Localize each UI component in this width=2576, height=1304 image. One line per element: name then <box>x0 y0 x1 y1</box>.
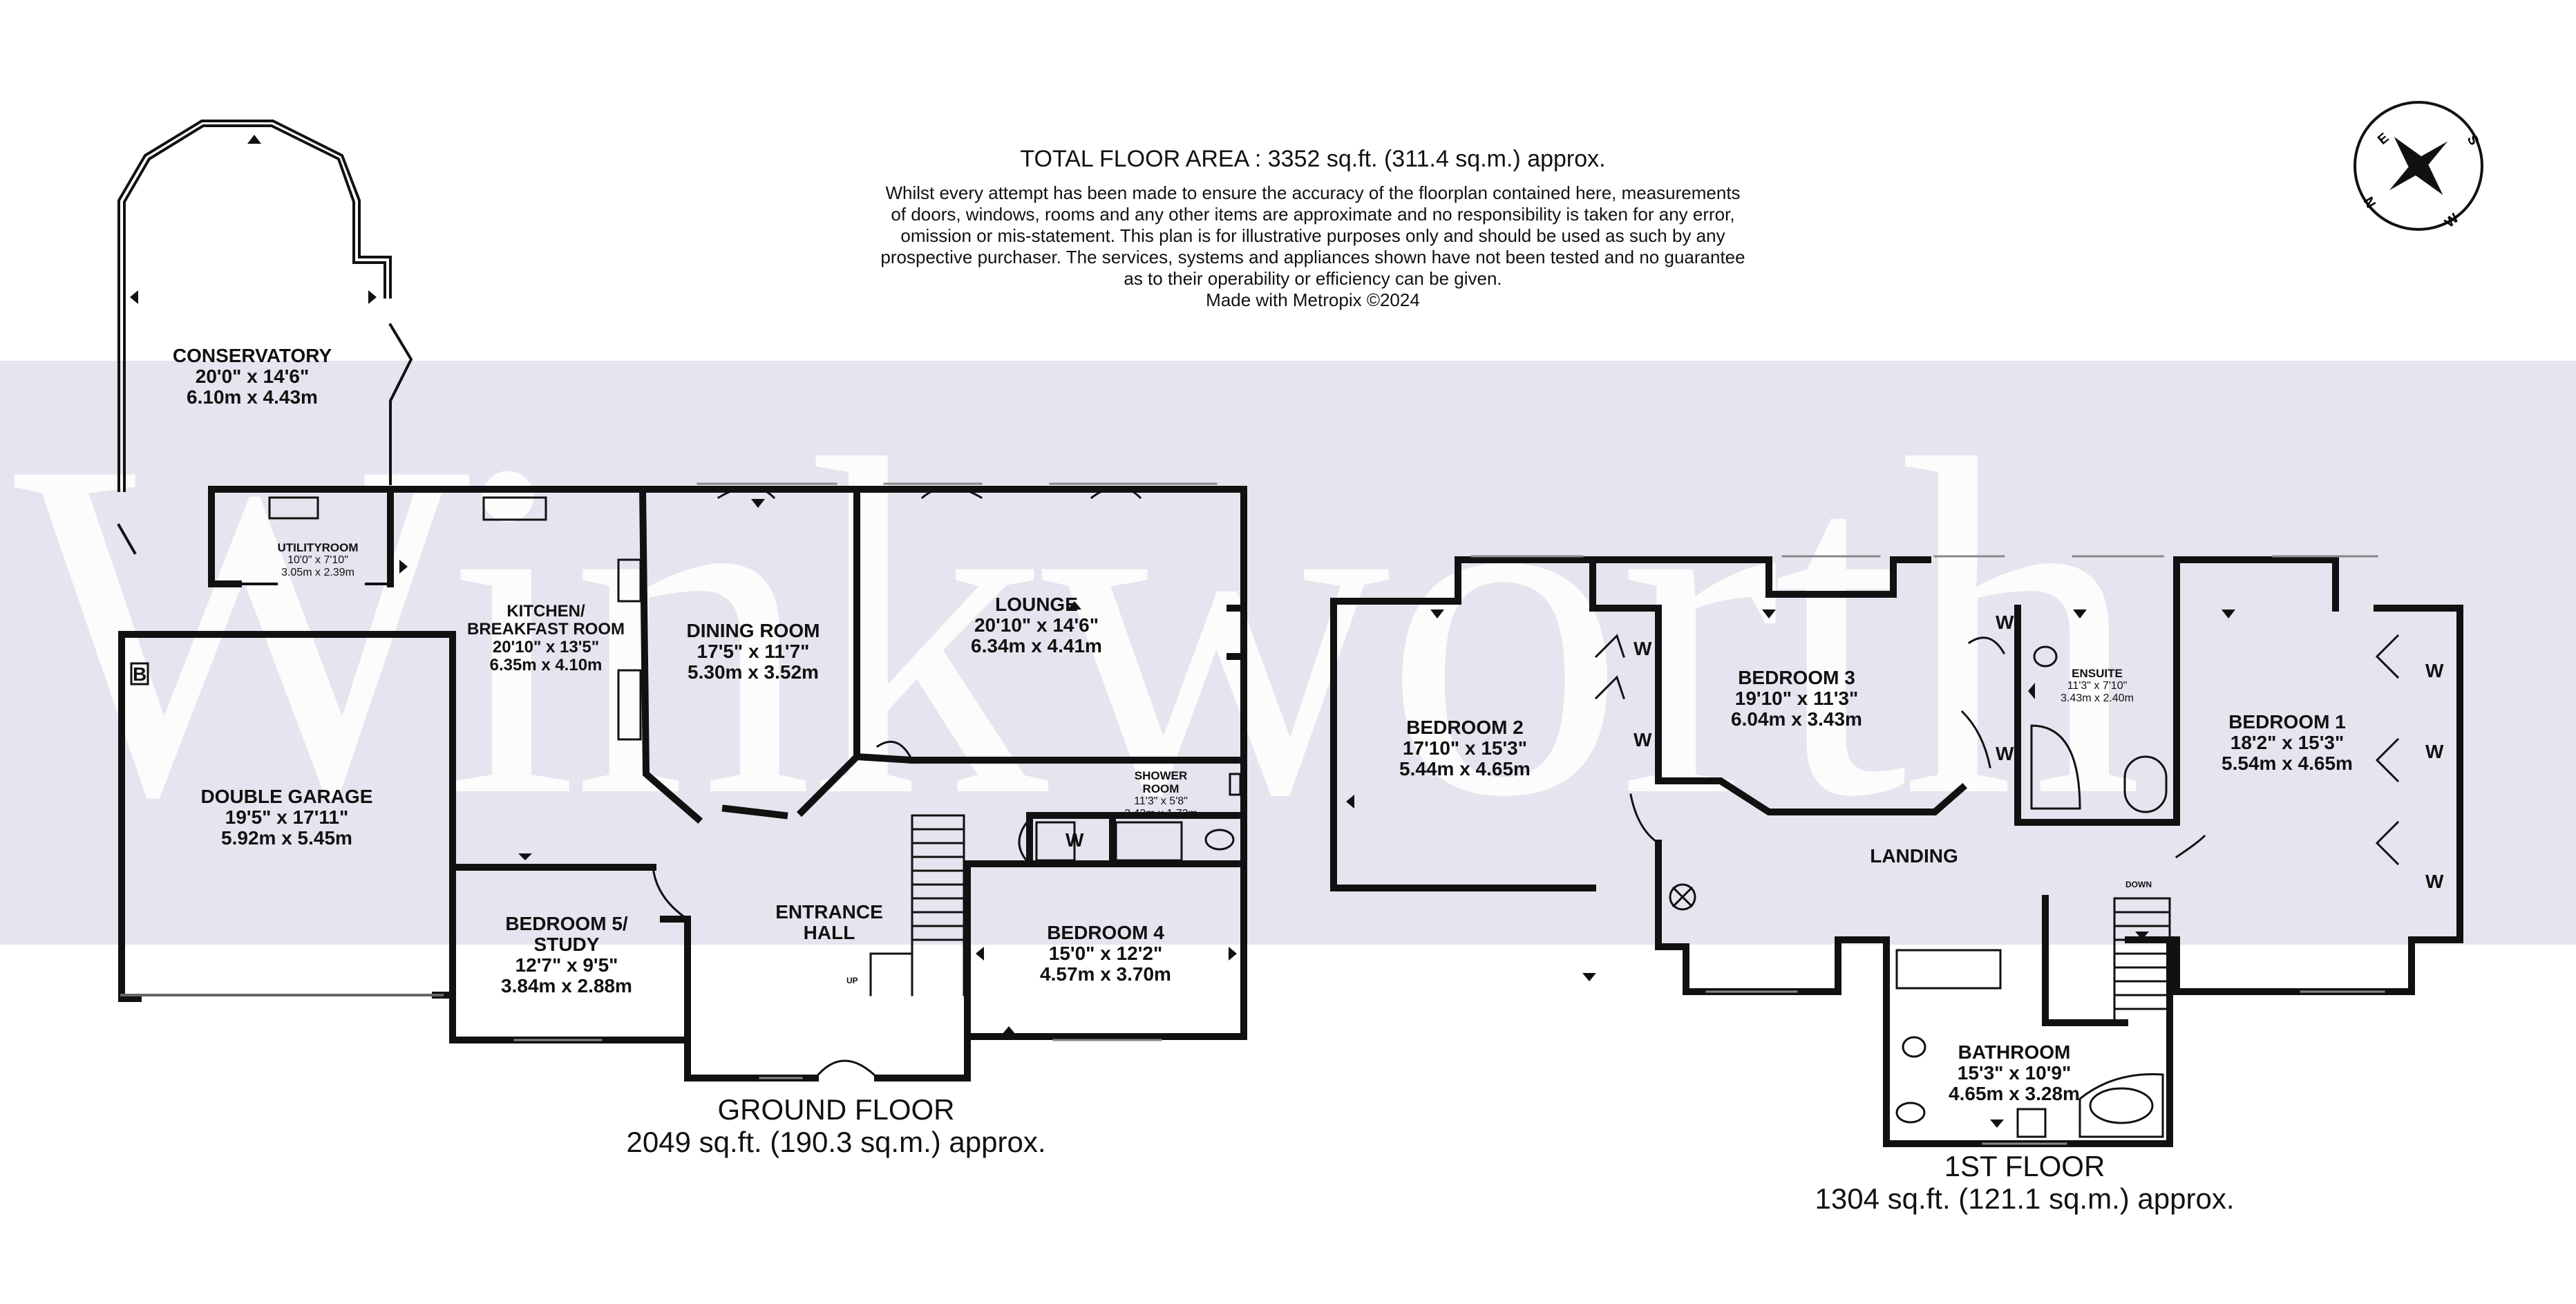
boiler-tag: B <box>133 663 147 685</box>
room-bathroom: BATHROOM 15'3" x 10'9" 4.65m x 3.28m <box>1949 1041 2080 1104</box>
wardrobe-tag-4: W <box>1996 743 2014 764</box>
watermark-text: Winkworth <box>14 361 2142 896</box>
room-shower: SHOWER ROOM 11'3" x 5'8" 3.43m x 1.73m <box>1124 769 1197 820</box>
stairs-up-label: UP <box>846 976 858 985</box>
room-bedroom1: BEDROOM 1 18'2" x 15'3" 5.54m x 4.65m <box>2222 711 2353 774</box>
room-landing: LANDING <box>1870 845 1958 867</box>
room-dining: DINING ROOM 17'5" x 11'7" 5.30m x 3.52m <box>686 620 820 683</box>
wardrobe-tag-7: W <box>2425 871 2444 892</box>
room-conservatory: CONSERVATORY 20'0" x 14'6" 6.10m x 4.43m <box>172 345 332 408</box>
kitchen-walls <box>208 485 703 871</box>
room-bedroom5: BEDROOM 5/ STUDY 12'7" x 9'5" 3.84m x 2.… <box>501 913 632 996</box>
room-entrance-hall: ENTRANCE HALL <box>775 901 883 943</box>
wardrobe-tag-2: W <box>1633 729 1652 750</box>
ground-floor-label: GROUND FLOOR 2049 sq.ft. (190.3 sq.m.) a… <box>626 1093 1046 1159</box>
room-bedroom2: BEDROOM 2 17'10" x 15'3" 5.44m x 4.65m <box>1399 717 1531 779</box>
room-lounge: LOUNGE 20'10" x 14'6" 6.34m x 4.41m <box>971 594 1102 656</box>
wardrobe-tag-5: W <box>2425 660 2444 681</box>
hall-walls <box>660 757 1247 1081</box>
room-kitchen: KITCHEN/ BREAKFAST ROOM 20'10" x 13'5" 6… <box>467 602 625 674</box>
room-ensuite: ENSUITE 11'3" x 7'10" 3.43m x 2.40m <box>2061 667 2134 704</box>
total-floor-area: TOTAL FLOOR AREA : 3352 sq.ft. (311.4 sq… <box>1020 146 1606 172</box>
compass-e-label: E <box>2375 130 2392 147</box>
dining-walls <box>646 486 1247 818</box>
room-bedroom3: BEDROOM 3 19'10" x 11'3" 6.04m x 3.43m <box>1731 667 1862 730</box>
ground-stairs <box>869 814 965 996</box>
room-utility: UTILITYROOM 10'0" x 7'10" 3.05m x 2.39m <box>277 541 359 578</box>
room-garage: DOUBLE GARAGE 19'5" x 17'11" 5.92m x 5.4… <box>200 786 373 849</box>
room-bedroom4: BEDROOM 4 15'0" x 12'2" 4.57m x 3.70m <box>1040 922 1171 985</box>
wardrobe-tag-gf: W <box>1066 829 1084 851</box>
wardrobe-tag-1: W <box>1633 638 1652 659</box>
first-floor-label: 1ST FLOOR 1304 sq.ft. (121.1 sq.m.) appr… <box>1815 1150 2235 1216</box>
conservatory-walls <box>117 120 413 555</box>
disclaimer-text: Whilst every attempt has been made to en… <box>880 182 1745 289</box>
stairs-down-label: DOWN <box>2125 880 2152 889</box>
wardrobe-tag-6: W <box>2425 741 2444 762</box>
made-with-credit: Made with Metropix ©2024 <box>1206 290 1420 310</box>
plan-header: TOTAL FLOOR AREA : 3352 sq.ft. (311.4 sq… <box>829 144 1797 311</box>
bedroom5-walls <box>449 864 691 1043</box>
watermark-band <box>0 361 2576 945</box>
first-stairs <box>2113 897 2171 1024</box>
wardrobe-tag-3: W <box>1996 612 2014 633</box>
compass-icon: E S N W <box>2349 97 2488 235</box>
